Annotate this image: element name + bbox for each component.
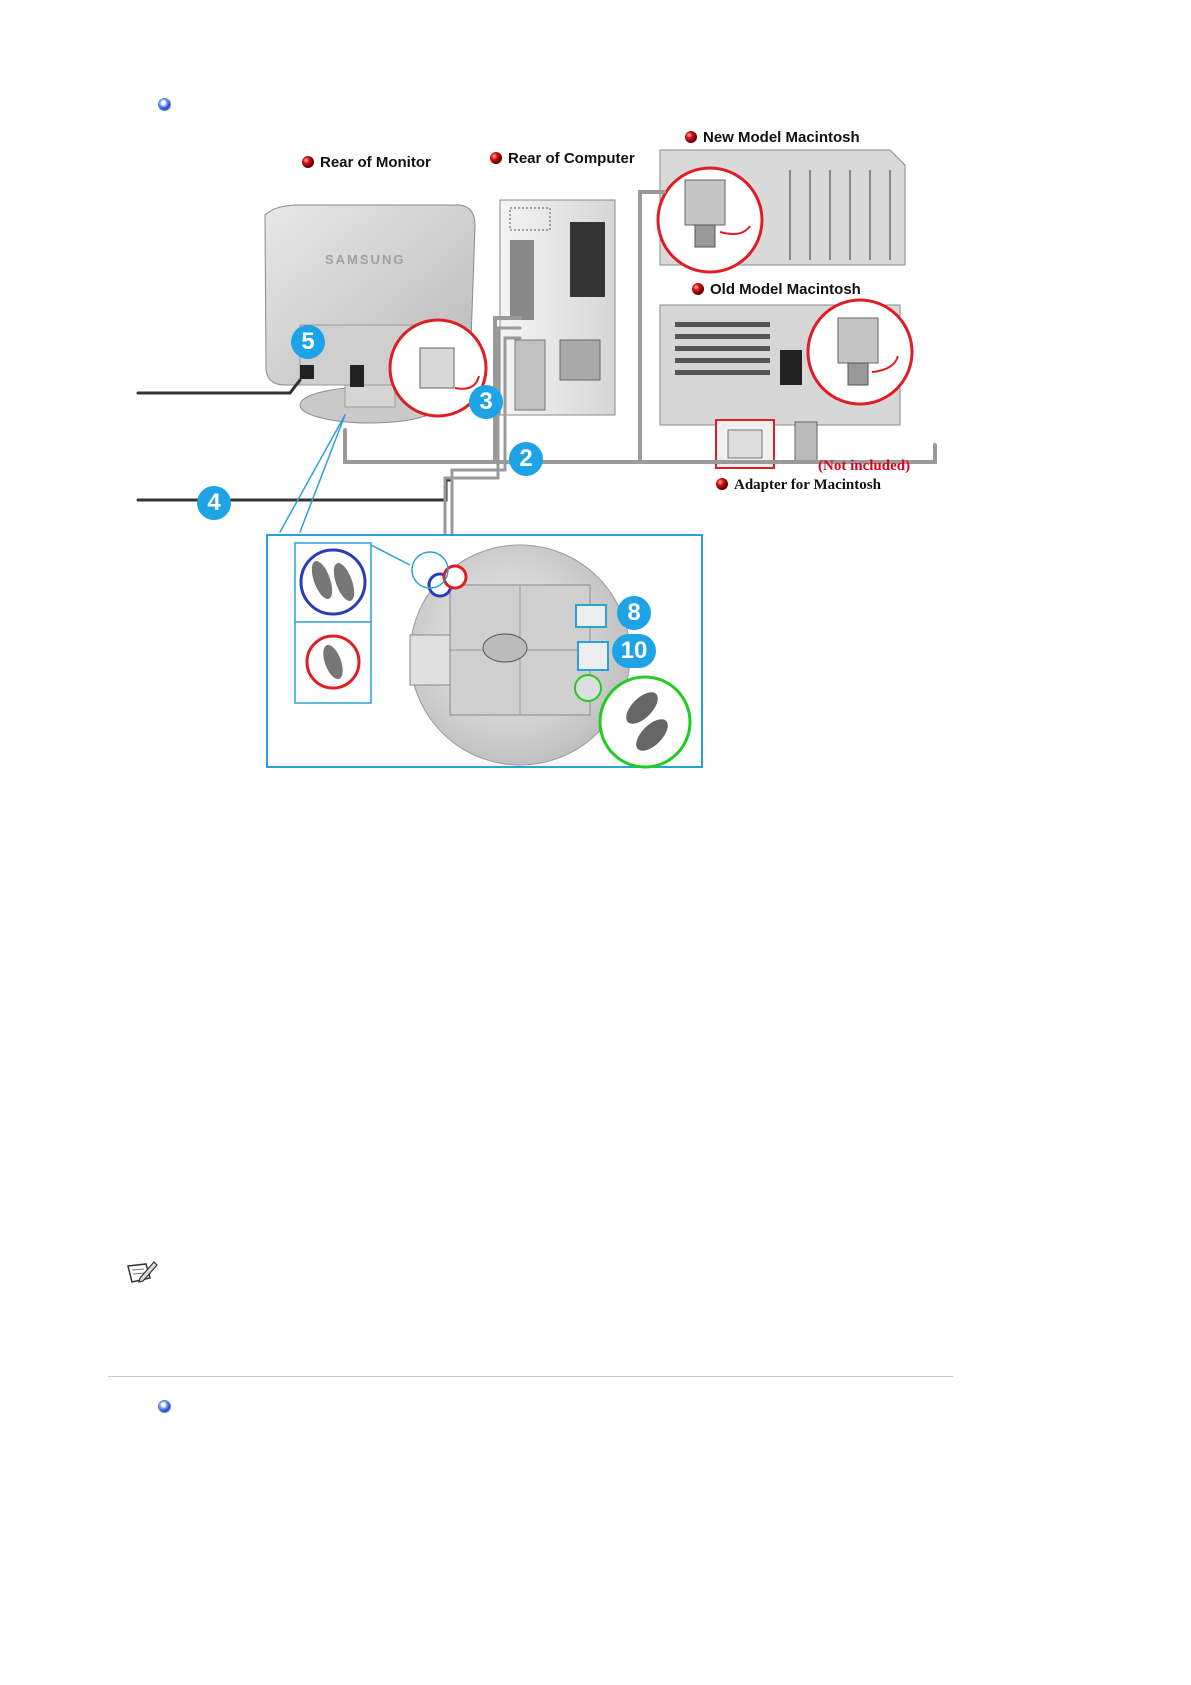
callout-4: 4 <box>197 486 231 520</box>
section-bullet-icon <box>159 1401 170 1412</box>
callout-3: 3 <box>469 385 503 419</box>
callout-2: 2 <box>509 442 543 476</box>
old-mac-illustration <box>660 300 912 468</box>
label-rear-of-computer: Rear of Computer <box>490 150 635 167</box>
red-bullet-icon <box>716 478 728 490</box>
note-pencil-icon <box>126 1260 158 1286</box>
red-bullet-icon <box>490 152 502 164</box>
red-bullet-icon <box>685 131 697 143</box>
callout-8: 8 <box>617 596 651 630</box>
new-mac-illustration <box>658 150 905 272</box>
callout-5: 5 <box>291 325 325 359</box>
label-rear-of-monitor: Rear of Monitor <box>302 154 431 171</box>
computer-rear-illustration <box>500 200 615 415</box>
label-new-model-macintosh: New Model Macintosh <box>685 129 860 146</box>
red-bullet-icon <box>692 283 704 295</box>
section-divider <box>108 1376 953 1377</box>
callout-10: 10 <box>612 634 656 668</box>
monitor-brand-text: SAMSUNG <box>325 252 405 267</box>
red-bullet-icon <box>302 156 314 168</box>
label-not-included: (Not included) <box>818 458 910 475</box>
label-old-model-macintosh: Old Model Macintosh <box>692 281 861 298</box>
label-adapter-for-macintosh: Adapter for Macintosh <box>716 477 881 494</box>
connection-diagram <box>0 0 1191 800</box>
